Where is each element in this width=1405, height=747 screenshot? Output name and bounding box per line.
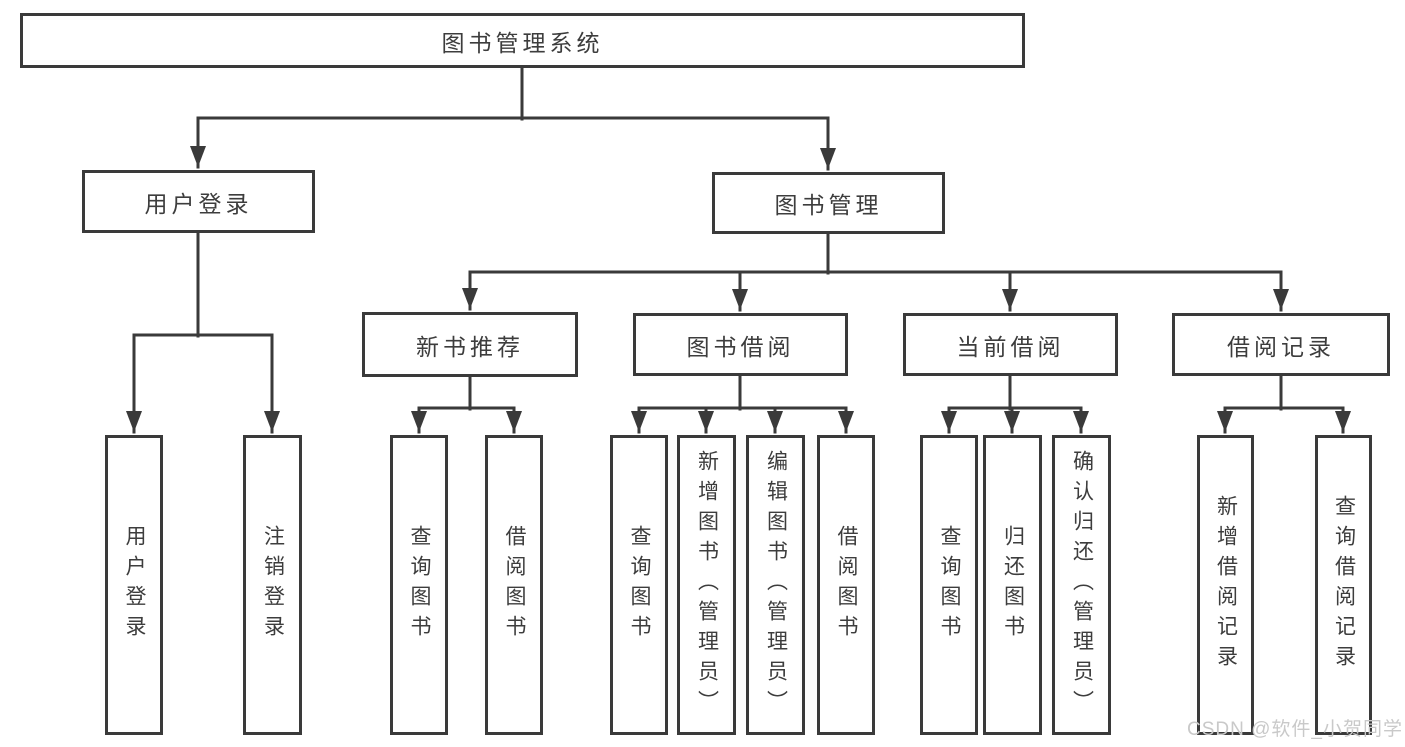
watermark: CSDN @软件_小贺同学 [1187,719,1403,740]
leaf-query-books-borrow: 查询图书 [610,435,668,735]
leaf-edit-books-admin: 编辑图书（管理员） [746,435,805,735]
leaf-query-books-current: 查询图书 [920,435,978,735]
node-current-borrowing: 当前借阅 [903,313,1118,376]
leaf-return-books: 归还图书 [983,435,1042,735]
leaf-borrow-books-recommend: 借阅图书 [485,435,543,735]
leaf-logout: 注销登录 [243,435,302,735]
node-borrowing-records: 借阅记录 [1172,313,1390,376]
leaf-confirm-return-admin: 确认归还（管理员） [1052,435,1111,735]
node-library-management-system: 图书管理系统 [20,13,1025,68]
leaf-add-borrow-record: 新增借阅记录 [1197,435,1254,735]
leaf-user-login: 用户登录 [105,435,163,735]
node-user-login-branch: 用户登录 [82,170,315,233]
leaf-query-borrow-record: 查询借阅记录 [1315,435,1372,735]
node-new-book-recommendation: 新书推荐 [362,312,578,377]
leaf-query-books-recommend: 查询图书 [390,435,448,735]
node-book-management-branch: 图书管理 [712,172,945,234]
leaf-borrow-books: 借阅图书 [817,435,875,735]
node-book-borrowing: 图书借阅 [633,313,848,376]
leaf-add-books-admin: 新增图书（管理员） [677,435,736,735]
